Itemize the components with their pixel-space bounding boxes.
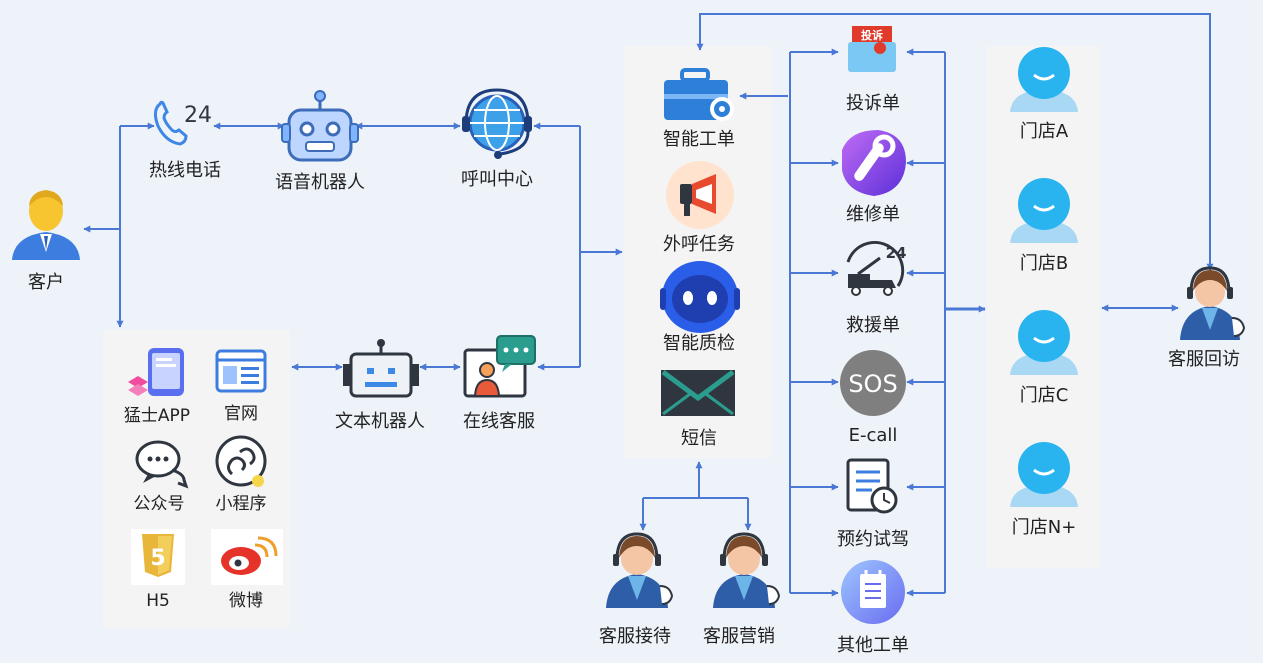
online-service-icon — [463, 335, 536, 398]
html5-icon — [131, 529, 185, 585]
channel-website-label: 官网 — [224, 404, 258, 424]
wrench-icon — [842, 130, 906, 196]
smart-qc-label: 智能质检 — [663, 333, 735, 354]
sos-icon — [840, 350, 906, 416]
schedule-doc-icon — [846, 458, 898, 514]
channel-weibo-label: 微博 — [229, 591, 263, 611]
call-center-globe-icon — [462, 88, 532, 159]
voice-robot-label: 语音机器人 — [275, 172, 365, 193]
connector-lines — [83, 13, 1214, 597]
smart-ticket-label: 智能工单 — [663, 129, 735, 150]
outbound-task-label: 外呼任务 — [663, 234, 735, 255]
robot-face-icon — [660, 261, 740, 333]
text-robot-icon — [343, 339, 419, 398]
other-ticket-label: 其他工单 — [837, 635, 909, 656]
app-phone-icon — [128, 348, 184, 396]
complaint-ticket-label: 投诉单 — [846, 93, 900, 114]
agent-reception-label: 客服接待 — [599, 626, 671, 647]
text-robot-label: 文本机器人 — [335, 411, 425, 432]
rescue-ticket-label: 救援单 — [846, 315, 900, 336]
complaint-icon — [848, 26, 896, 72]
ecall-ticket-label: E-call — [848, 425, 898, 446]
store-n-icon — [1010, 442, 1078, 507]
chat-bubbles-icon — [135, 440, 189, 489]
envelope-icon — [661, 369, 735, 416]
channel-official-account-label: 公众号 — [133, 494, 185, 514]
store-a-icon — [1010, 47, 1078, 112]
notepad-icon — [841, 560, 905, 624]
customer-icon — [12, 190, 80, 260]
browser-window-icon — [215, 349, 267, 393]
sos-glyph: SOS — [848, 370, 897, 398]
test-drive-ticket-label: 预约试驾 — [837, 529, 909, 550]
complaint-glyph: 投诉 — [861, 28, 883, 42]
call-center-label: 呼叫中心 — [461, 169, 533, 190]
channel-app-label: 猛士APP — [123, 406, 191, 426]
store-b-label: 门店B — [1019, 253, 1069, 274]
hotline-label: 热线电话 — [149, 160, 221, 181]
store-a-label: 门店A — [1019, 121, 1069, 142]
agent-marketing-label: 客服营销 — [703, 626, 775, 647]
megaphone-icon — [666, 161, 734, 229]
repair-ticket-label: 维修单 — [846, 204, 900, 225]
html5-glyph: 5 — [150, 546, 165, 571]
store-b-icon — [1010, 178, 1078, 243]
agent-revisit-label: 客服回访 — [1168, 349, 1240, 370]
weibo-icon — [211, 529, 283, 585]
toolbox-gear-icon — [664, 68, 734, 121]
agent-reception-avatar — [606, 532, 674, 608]
tow-truck-icon — [846, 241, 905, 296]
channel-h5-label: H5 — [146, 591, 170, 611]
voice-robot-icon — [281, 90, 359, 162]
mini-program-icon — [215, 435, 267, 487]
store-c-label: 门店C — [1019, 385, 1069, 406]
store-c-icon — [1010, 310, 1078, 375]
rescue-24-glyph: 24 — [886, 244, 907, 262]
hotline-24-glyph: 24 — [184, 103, 212, 128]
sms-label: 短信 — [681, 428, 717, 449]
agent-revisit-avatar — [1180, 266, 1246, 340]
customer-label: 客户 — [28, 272, 64, 293]
channel-mini-program-label: 小程序 — [215, 494, 267, 514]
hotline-phone-icon — [153, 100, 188, 146]
agent-marketing-avatar — [713, 532, 781, 608]
store-n-label: 门店N+ — [1011, 517, 1077, 538]
online-service-label: 在线客服 — [463, 411, 535, 432]
